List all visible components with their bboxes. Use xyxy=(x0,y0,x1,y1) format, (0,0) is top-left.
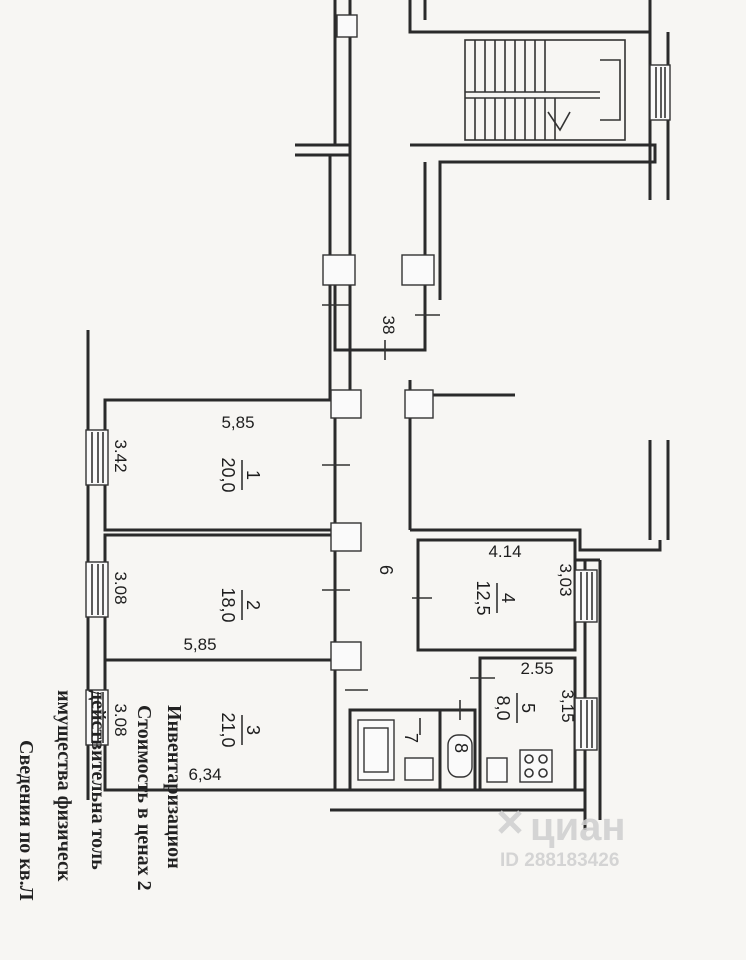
room-3-depth: 3.08 xyxy=(111,703,130,736)
room-3-labels: 3 21,0 xyxy=(218,712,263,747)
room-1-depth: 3.42 xyxy=(111,439,130,472)
room-2-labels: 2 18,0 xyxy=(218,587,263,622)
kitchen-sink-icon xyxy=(486,757,508,783)
corridor-dimension: 38 xyxy=(379,316,398,335)
doc-line-2: Стоимость в ценах 2 xyxy=(133,705,155,891)
room-1-area: 20,0 xyxy=(218,457,238,492)
room-2-width: 5,85 xyxy=(183,635,216,654)
watermark-brand: циан xyxy=(530,805,626,849)
room-1-labels: 1 20,0 xyxy=(218,457,263,492)
doc-line-1: Инвентаризацион xyxy=(163,705,185,869)
doc-line-3: действительна толь xyxy=(87,690,109,870)
door-marks xyxy=(322,304,495,735)
room-3-number: 3 xyxy=(243,725,263,735)
watermark: циан ID 288183426 xyxy=(498,805,626,871)
stove-icon xyxy=(519,749,553,783)
doc-line-5: Сведения по кв.Л xyxy=(15,740,37,901)
document-text: Инвентаризацион Стоимость в ценах 2 дейс… xyxy=(15,690,185,901)
room-4-labels: 4 12,5 xyxy=(473,580,518,615)
room-1-number: 1 xyxy=(243,470,263,480)
room-4-area: 12,5 xyxy=(473,580,493,615)
sink-icon xyxy=(404,757,434,781)
watermark-logo-icon xyxy=(498,810,522,834)
staircase xyxy=(464,39,626,141)
room-8-number: 8 xyxy=(451,743,471,753)
room-4-depth: 3,03 xyxy=(556,563,575,596)
room-4-width: 4.14 xyxy=(488,542,521,561)
room-5-area: 8,0 xyxy=(493,695,513,720)
fixtures xyxy=(357,719,553,783)
room-4-number: 4 xyxy=(498,593,518,603)
toilet-icon xyxy=(447,734,473,778)
room-3-width: 6,34 xyxy=(188,765,221,784)
room-5-depth: 3,15 xyxy=(558,689,577,722)
windows xyxy=(85,64,671,751)
watermark-id: ID 288183426 xyxy=(500,850,619,871)
room-6-number: 6 xyxy=(376,565,396,575)
room-2-number: 2 xyxy=(243,600,263,610)
doc-line-4: имущества физическ xyxy=(53,690,75,882)
room-1-width: 5,85 xyxy=(221,413,254,432)
columns xyxy=(322,14,435,671)
room-5-width: 2.55 xyxy=(520,659,553,678)
room-3-area: 21,0 xyxy=(218,712,238,747)
room-5-number: 5 xyxy=(518,703,538,713)
room-7-number: 7 xyxy=(401,733,421,743)
room-2-area: 18,0 xyxy=(218,587,238,622)
room-5-labels: 5 8,0 xyxy=(493,693,538,723)
room-2-depth: 3.08 xyxy=(111,571,130,604)
